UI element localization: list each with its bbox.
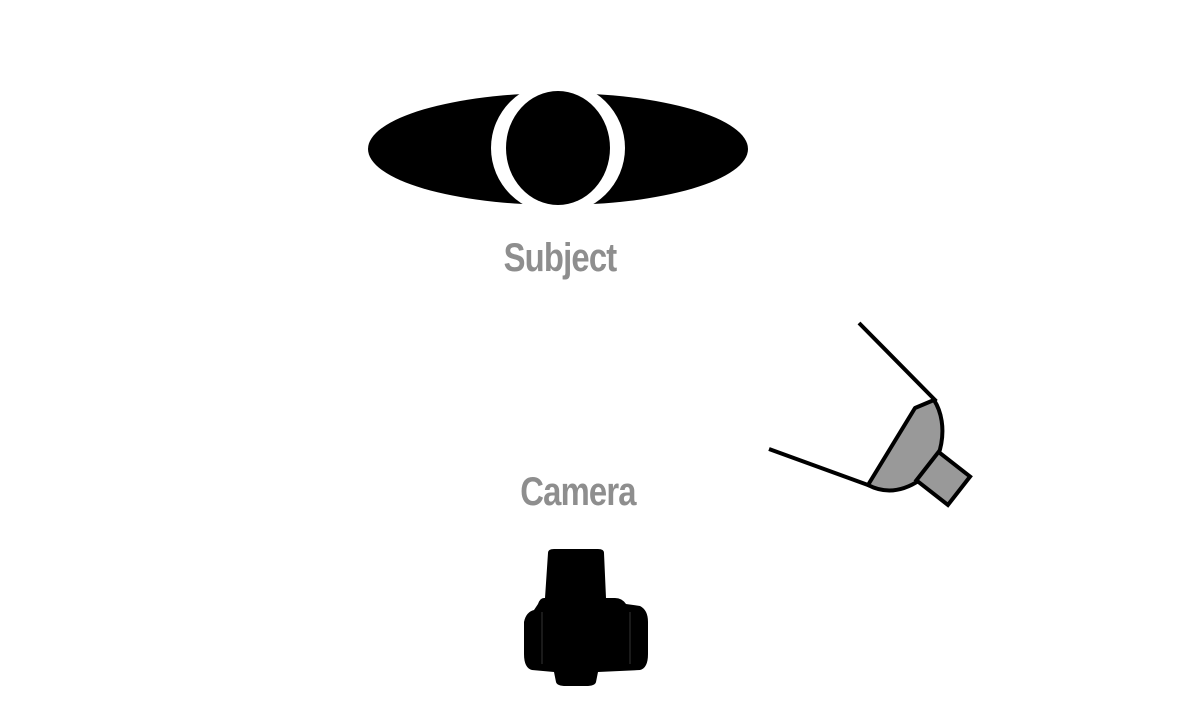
subject-figure-icon bbox=[368, 82, 748, 214]
strobe-light-icon bbox=[768, 321, 973, 508]
camera-grip-divider bbox=[541, 612, 543, 664]
subject-label: Subject bbox=[503, 236, 618, 280]
subject-head bbox=[506, 91, 610, 205]
camera-icon bbox=[524, 549, 648, 686]
camera-lens bbox=[545, 549, 606, 598]
camera-label: Camera bbox=[520, 470, 636, 514]
camera-grip-divider-right bbox=[629, 612, 631, 664]
camera-body bbox=[524, 598, 648, 686]
light-body bbox=[913, 449, 973, 508]
